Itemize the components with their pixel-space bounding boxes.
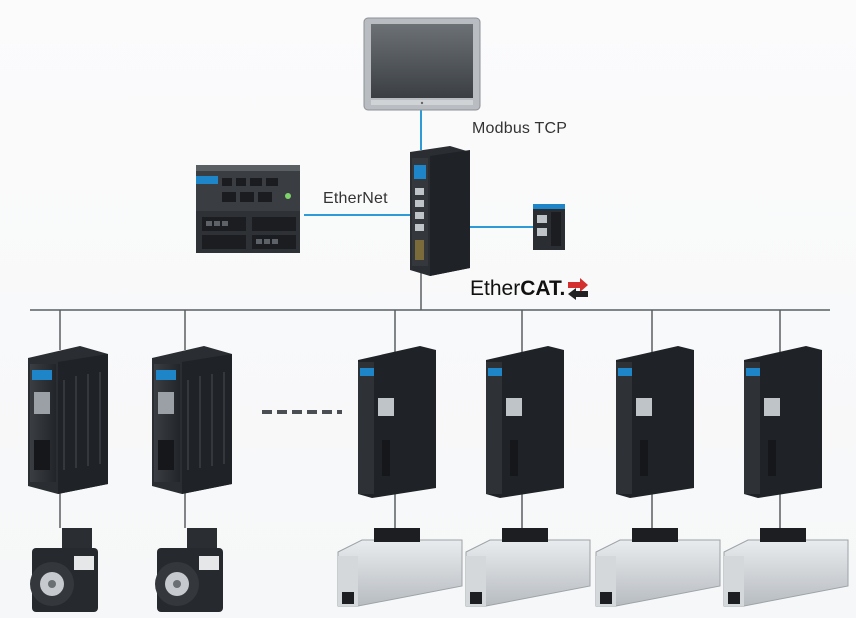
ethernet-label: EtherNet: [323, 190, 388, 207]
servo-drive-3: [358, 346, 436, 498]
servo-drive-4: [486, 346, 564, 498]
ethercat-logo: EtherCAT.: [470, 277, 565, 301]
servo-motor-1: [30, 528, 98, 612]
connections: [30, 108, 830, 532]
linear-stage-4: [723, 528, 849, 607]
modbus-tcp-label: Modbus TCP: [472, 120, 568, 137]
servo-drive-2: [152, 346, 232, 494]
servo-drive-6: [744, 346, 822, 498]
hmi-touch-panel: [363, 17, 481, 111]
linear-stage-1: [337, 528, 463, 607]
io-module: [533, 204, 565, 250]
motion-controller: [410, 146, 470, 276]
ethercat-arrows-icon: [568, 278, 588, 300]
ethercat-logo-bold: CAT.: [520, 277, 566, 300]
servo-drive-1: [28, 346, 108, 494]
linear-stage-2: [465, 528, 591, 607]
linear-stage-3: [595, 528, 721, 607]
industrial-pc: [196, 165, 300, 253]
ethercat-logo-prefix: Ether: [470, 277, 521, 300]
servo-motor-2: [155, 528, 223, 612]
servo-drive-5: [616, 346, 694, 498]
